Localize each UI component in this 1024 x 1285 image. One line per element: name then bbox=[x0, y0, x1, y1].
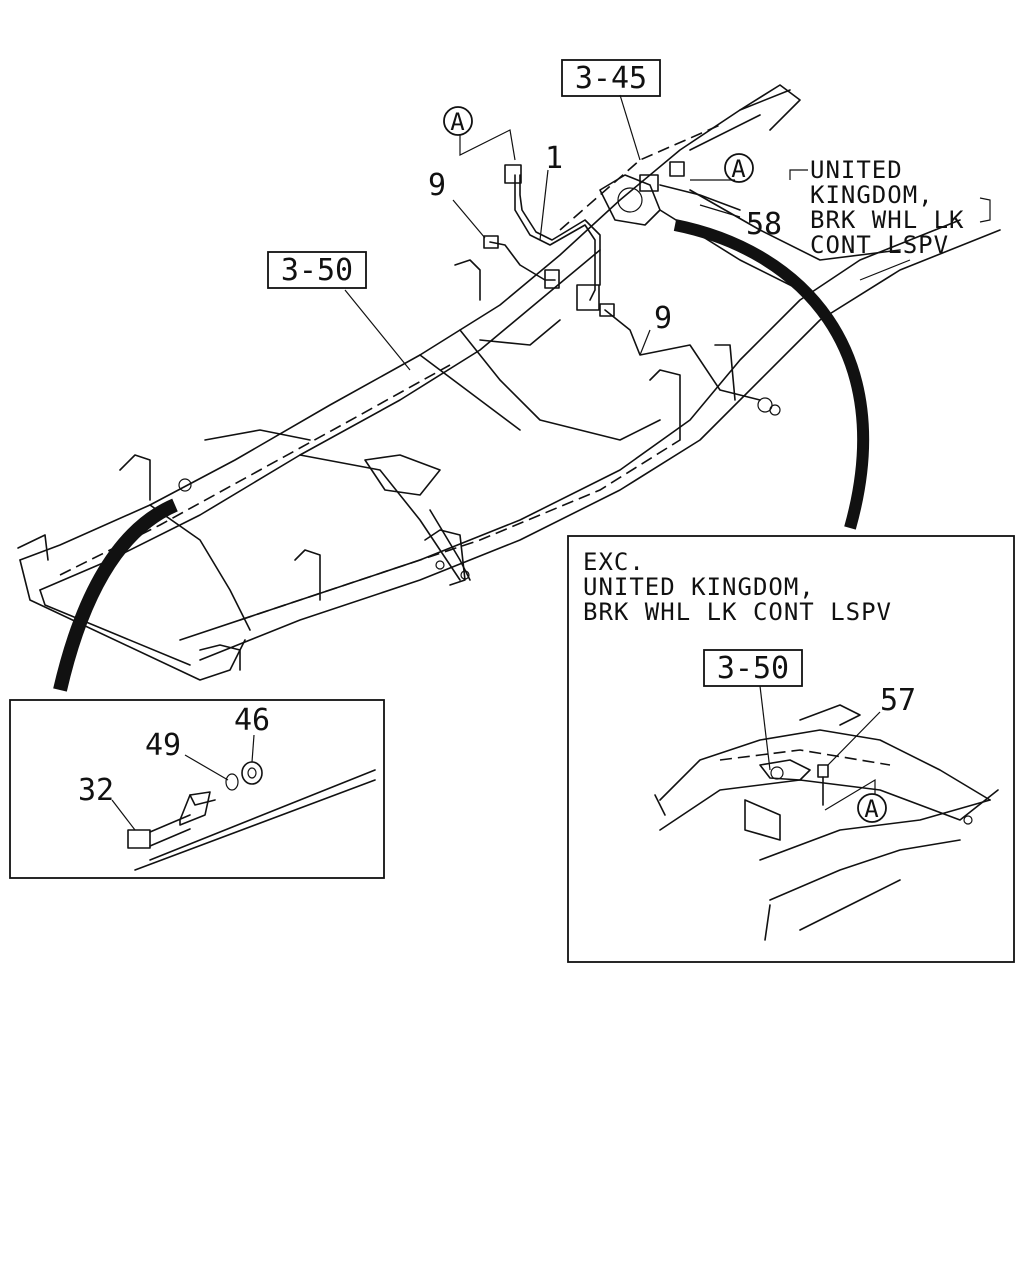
part-number-1: 1 bbox=[545, 141, 563, 176]
part-number-32: 32 bbox=[78, 773, 114, 808]
detail-box-left: 32 49 46 bbox=[9, 699, 385, 879]
callout-circle-a-left bbox=[443, 106, 473, 136]
detail-box-right: EXC. UNITED KINGDOM, BRK WHL LK CONT LSP… bbox=[567, 535, 1015, 963]
brake-pipe-assembly bbox=[483, 161, 761, 401]
ref-label-3-45: 3-45 bbox=[575, 61, 647, 96]
ref-box-3-45 bbox=[561, 59, 661, 97]
ref-label-3-50-detail: 3-50 bbox=[717, 651, 789, 686]
part-number-57: 57 bbox=[880, 683, 916, 718]
ref-label-3-50: 3-50 bbox=[281, 253, 353, 288]
part-number-9-left: 9 bbox=[428, 168, 446, 203]
ref-box-3-50 bbox=[267, 251, 367, 289]
callout-a-left: A bbox=[450, 108, 465, 136]
ref-box-3-50-detail bbox=[703, 649, 803, 687]
part-number-58: 58 bbox=[746, 207, 782, 242]
note-line-4: CONT LSPV bbox=[810, 231, 949, 259]
exc-note-line-1: EXC. bbox=[583, 548, 645, 576]
exc-note-line-2: UNITED KINGDOM, bbox=[583, 573, 815, 601]
part-number-9-right: 9 bbox=[654, 301, 672, 336]
note-line-1: UNITED bbox=[810, 156, 903, 184]
callout-circle-a-detail bbox=[857, 793, 887, 823]
note-line-3: BRK WHL LK bbox=[810, 206, 965, 234]
callout-a-right: A bbox=[731, 155, 746, 183]
callout-a-detail: A bbox=[864, 795, 879, 823]
main-view-labels: 3-45 3-50 A A 1 9 9 58 UNITED KINGDOM, B… bbox=[267, 59, 965, 336]
leader-lines bbox=[344, 94, 991, 371]
note-line-2: KINGDOM, bbox=[810, 181, 934, 209]
part-number-46: 46 bbox=[234, 703, 270, 738]
part-number-49: 49 bbox=[145, 728, 181, 763]
callout-circle-a-right bbox=[724, 153, 754, 183]
exc-note-line-3: BRK WHL LK CONT LSPV bbox=[583, 598, 892, 626]
